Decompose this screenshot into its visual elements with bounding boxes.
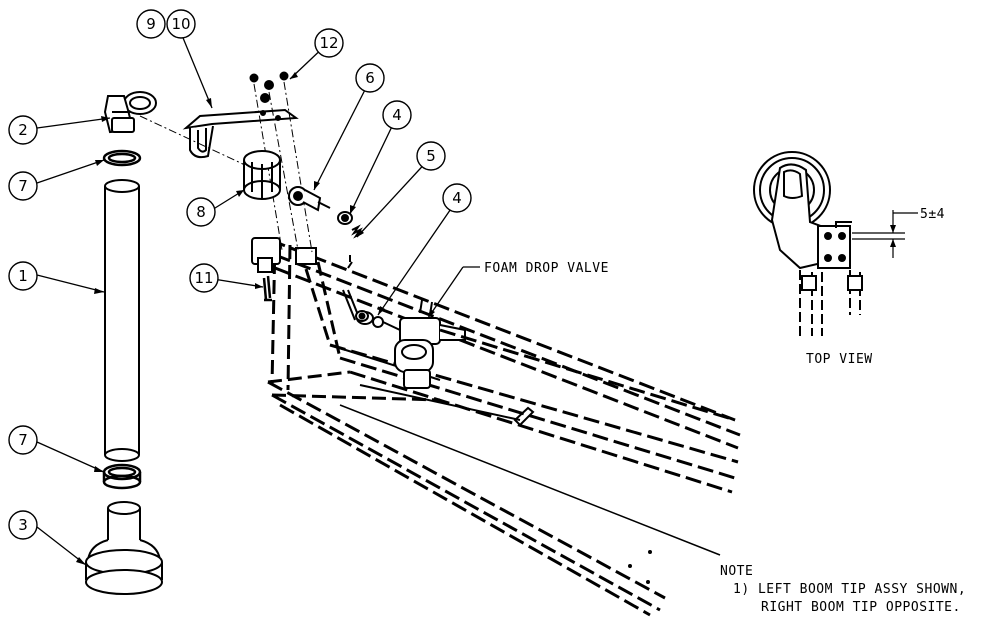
dimension-label: 5±4 [920,207,945,222]
callout-8: 8 [196,203,206,221]
callout-11-circle [189,263,219,293]
base-nozzle [85,501,163,595]
note-line-1: 1) LEFT BOOM TIP ASSY SHOWN, [733,582,966,597]
callout-6: 6 [365,69,375,87]
bolt-centerlines [139,81,313,253]
top-view-drawing [753,151,863,336]
callout-7b-circle [8,425,38,455]
callout-7a: 7 [18,177,28,195]
washer-upper [337,211,353,225]
callout-4a-circle [382,100,412,130]
callout-9-circle [136,9,166,39]
callout-7b: 7 [18,431,28,449]
callout-8-circle [186,197,216,227]
note-heading: NOTE [720,564,753,579]
arrowheads [76,72,435,565]
ring-upper [102,149,142,167]
callout-10: 10 [171,15,190,33]
top-view-label: TOP VIEW [806,352,873,367]
callout-1-circle [8,261,38,291]
foam-drop-valve-label: FOAM DROP VALVE [484,261,609,276]
callout-3: 3 [18,516,28,534]
spring [347,224,363,269]
hose-fitting [288,186,331,212]
boom-frame [267,238,741,617]
callout-10-circle [166,9,196,39]
foam-drop-valve [394,299,466,389]
callout-numbers: 2 7 1 7 3 9 10 12 6 4 5 4 8 11 [18,15,462,534]
callout-5-circle [416,141,446,171]
callout-3-circle [8,510,38,540]
callout-1: 1 [18,267,28,285]
dimension-arrows [890,225,896,247]
swivel-nut [243,150,281,200]
mounting-bracket [182,108,299,159]
callout-2: 2 [18,121,28,139]
callout-9: 9 [146,15,156,33]
ring-lower [102,463,142,490]
dimension-marker [852,210,918,258]
leader-lines [36,32,480,566]
callout-11: 11 [194,269,213,287]
note-line-2: RIGHT BOOM TIP OPPOSITE. [761,600,961,615]
elbow-fitting [103,91,157,134]
callout-4a: 4 [392,106,402,124]
washer-lower [355,310,369,322]
upright-clamp [251,237,317,273]
callout-6-circle [355,63,385,93]
hex-nuts [249,71,289,103]
callout-5: 5 [426,147,436,165]
callout-bubbles [8,9,472,540]
callout-4b-circle [442,183,472,213]
lock-pin [262,275,272,302]
callout-12-circle [314,28,344,58]
callout-7a-circle [8,171,38,201]
tube [104,179,140,462]
callout-12: 12 [319,34,338,52]
callout-4b: 4 [452,189,462,207]
callout-2-circle [8,115,38,145]
